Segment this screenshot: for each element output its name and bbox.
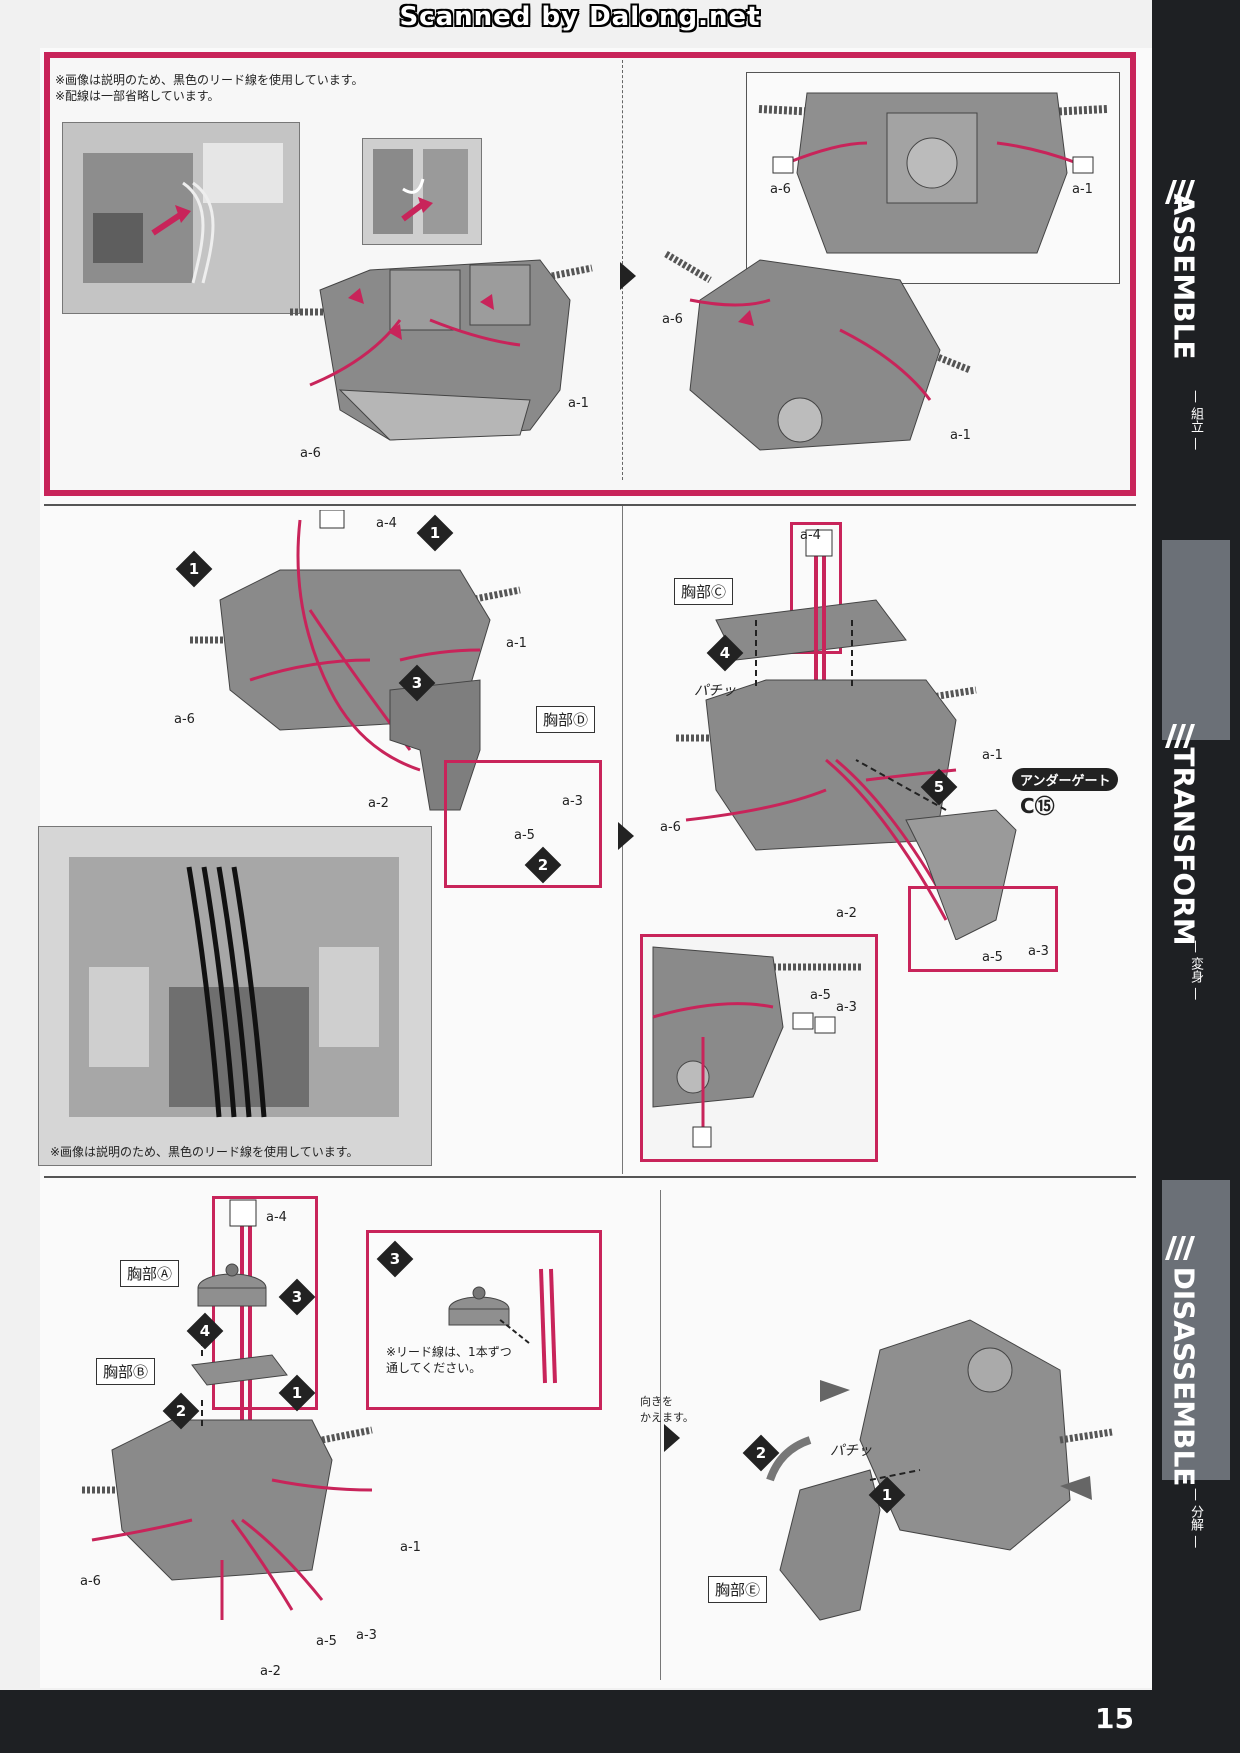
panel3-gate-code: C⑮ [1020,794,1055,818]
page-number: 15 [1095,1702,1134,1735]
panel1-photo-detail [362,138,482,245]
separator-2 [44,1176,1136,1178]
panel3-part-label-c: 胸部Ⓒ [674,578,734,605]
panel2-photo-note: ※画像は説明のため、黒色のリード線を使用しています。 [50,1145,359,1159]
panel1-lead-a6-rot: a-6 [662,312,683,327]
panel3-inset-lead-a3: a-3 [836,1000,857,1015]
panel1-note-1: ※画像は説明のため、黒色のリード線を使用しています。 [55,73,364,87]
panel3-lead-a4: a-4 [800,528,821,543]
panel4-part-label-a: 胸部Ⓐ [120,1260,180,1287]
panel2-callout-box [444,760,602,888]
panel4-inset-step-3: 3 [376,1240,414,1278]
sidebar-disassemble-title: DISASSEMBLE [1167,1266,1201,1487]
sidebar-assemble-title: ASSEMBLE [1167,193,1201,360]
panel1-lead-a6-left: a-6 [300,446,321,461]
panel1-lead-a6-top: a-6 [770,182,791,197]
disassemble-stripes-icon [1165,1236,1195,1260]
panel3-lead-a2: a-2 [836,906,857,921]
panel3-lead-a6: a-6 [660,820,681,835]
panel3-snap: パチッ [694,683,736,699]
panel1-torso-rotated [664,250,972,451]
panel2-step-3: 3 [398,664,436,702]
separator-1 [44,504,1136,506]
panel4-inset-note: ※リード線は、1本ずつ 通してください。 [386,1345,512,1375]
assemble-stripes-icon [1165,180,1195,204]
panel2-lead-a1: a-1 [506,636,527,651]
panel3-step-5: 5 [920,768,958,806]
separator-mid-2 [660,1190,661,1680]
panel3-lead-a5: a-5 [982,950,1003,965]
panel1-inset-top-view [746,72,1120,284]
scan-credit: Scanned by Dalong.net [399,2,761,32]
panel4-step-4: 4 [186,1312,224,1350]
panel3-inset-detail [640,934,878,1162]
panel4-lead-a1: a-1 [400,1540,421,1555]
panel1-next-arrow [620,262,636,290]
panel4-lead-a6: a-6 [80,1574,101,1589]
panel5-snap: パチッ [830,1443,872,1459]
panel4-step-3: 3 [278,1278,316,1316]
sidebar-transform-sub: — 変身 — [1188,940,1203,1001]
panel2-lead-a6: a-6 [174,712,195,727]
panel5-turn-arrow [664,1424,680,1452]
panel5-step-1: 1 [868,1476,906,1514]
panel1-note-2: ※配線は一部省略しています。 [55,89,220,103]
panel4-lead-a3: a-3 [356,1628,377,1643]
panel3-inset-lead-a5: a-5 [810,988,831,1003]
panel2-part-label-d: 胸部Ⓓ [536,706,596,733]
panel4-part-label-b: 胸部Ⓑ [96,1358,156,1385]
panel2-photo [38,826,432,1166]
panel3-lead-a1: a-1 [982,748,1003,763]
panel1-photo-closeup [62,122,300,314]
panel2-next-arrow [618,822,634,850]
panel4-lead-a4: a-4 [266,1210,287,1225]
bottom-bar [0,1690,1152,1753]
panel2-lead-a5: a-5 [514,828,535,843]
panel2-lead-a3: a-3 [562,794,583,809]
panel3-callout-box [908,886,1058,972]
panel5-turn-note: 向きを かえます。 [640,1395,694,1424]
sidebar-disassemble-sub: — 分解 — [1188,1488,1203,1549]
transform-stripes-icon [1165,724,1195,748]
sidebar [1152,0,1240,1753]
panel2-lead-a2: a-2 [368,796,389,811]
panel4-torso-drawing [82,1199,373,1620]
panel2-step-1-right: 1 [416,514,454,552]
panel5-torso-drawing [766,1319,1113,1621]
panel1-lead-a1-top: a-1 [1072,182,1093,197]
panel4-step-2: 2 [162,1392,200,1430]
panel4-inset-threading [366,1230,602,1410]
panel4-step-1: 1 [278,1374,316,1412]
panel2-lead-a4: a-4 [376,516,397,531]
panel4-lead-a2: a-2 [260,1664,281,1679]
panel1-lead-a1-rot: a-1 [950,428,971,443]
panel5-step-2: 2 [742,1434,780,1472]
panel2-step-1-left: 1 [175,550,213,588]
panel4-lead-a5: a-5 [316,1634,337,1649]
panel5-part-label-e: 胸部Ⓔ [708,1576,768,1603]
panel3-step-4: 4 [706,634,744,672]
panel1-torso-drawing [290,259,593,441]
panel1-lead-a1-left: a-1 [568,396,589,411]
sidebar-transform-title: TRANSFORM [1167,747,1201,946]
panel3-lead-a3: a-3 [1028,944,1049,959]
sidebar-assemble-sub: — 組立 — [1188,390,1203,451]
panel3-torso-drawing [676,529,1017,940]
panel3-gate-badge: アンダーゲート [1012,768,1119,791]
